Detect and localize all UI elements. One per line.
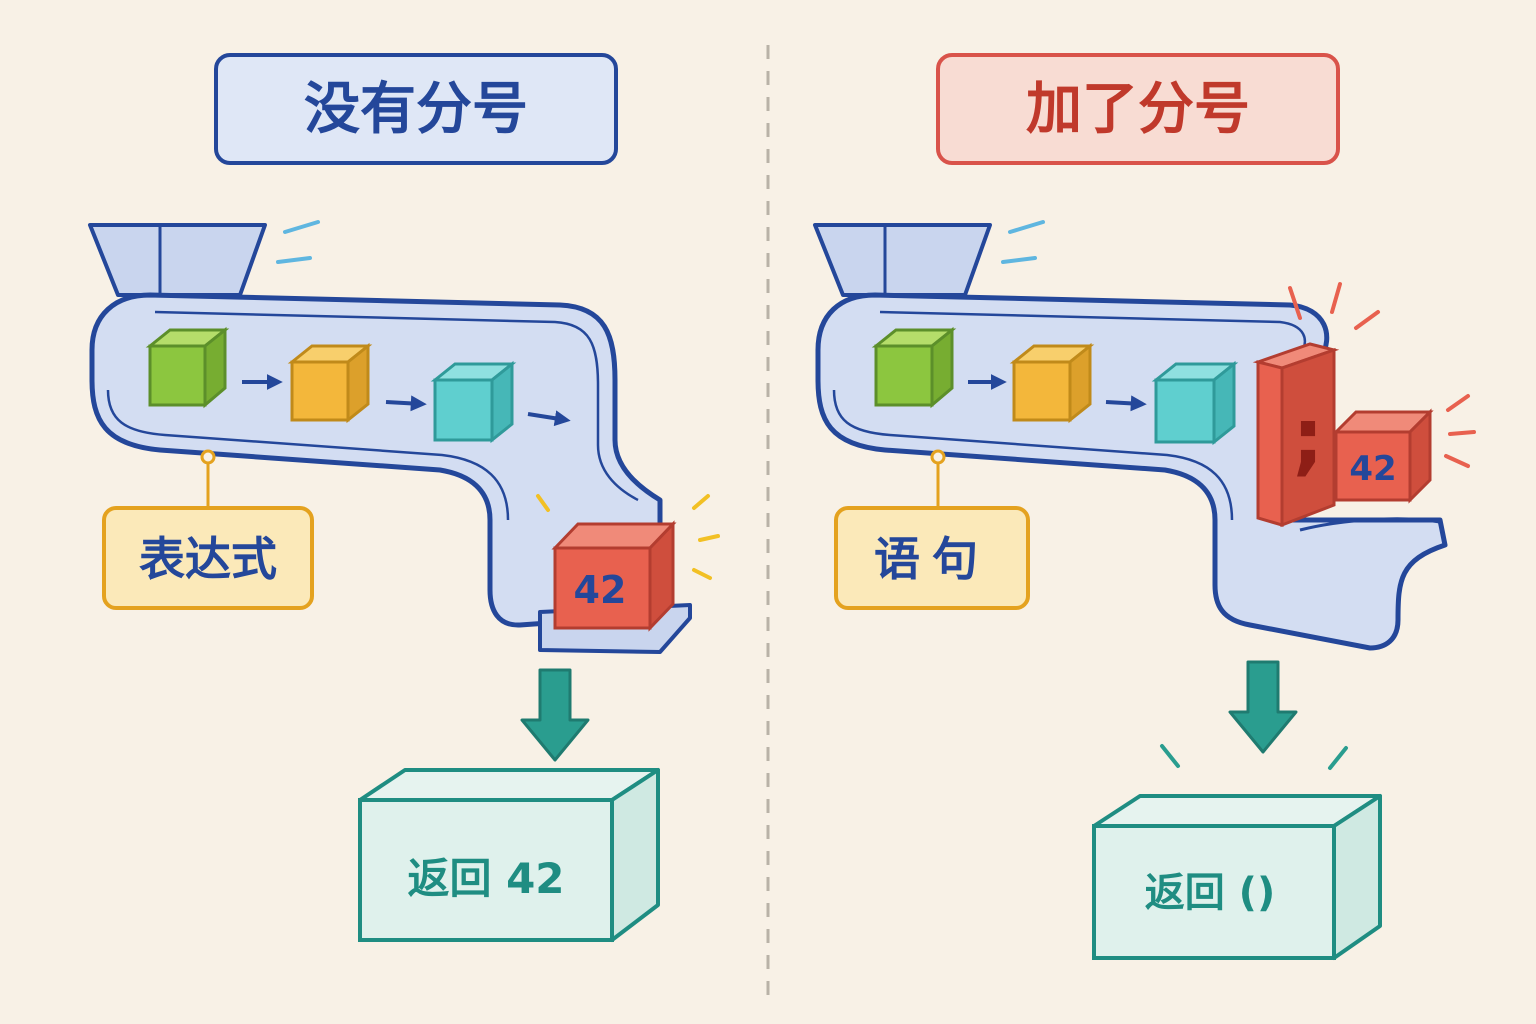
left-result: 返回 42 <box>407 854 564 903</box>
open-box-icon: 返回 () <box>1092 794 1382 960</box>
semicolon-symbol: ; <box>1292 391 1324 484</box>
red-cube-icon: 42 <box>1332 394 1476 504</box>
hopper-icon <box>88 220 320 297</box>
arrow-down-icon <box>1160 660 1348 770</box>
left-panel: 没有分号 <box>88 53 720 942</box>
green-cube-icon <box>145 326 230 409</box>
right-title: 加了分号 <box>1026 77 1250 142</box>
hopper-icon <box>813 220 1045 297</box>
expression-label: 表达式 <box>139 532 277 586</box>
arrow-down-icon <box>520 668 590 762</box>
red-cube-icon: 42 <box>536 494 720 632</box>
open-box-icon: 返回 42 <box>358 768 660 942</box>
yellow-cube-icon <box>287 342 373 424</box>
right-cube-value: 42 <box>1349 449 1396 489</box>
green-cube-icon <box>871 326 957 409</box>
expression-label-box: 表达式 <box>102 449 314 610</box>
statement-label: 语句 <box>874 532 990 586</box>
left-title-box: 没有分号 <box>214 53 618 165</box>
arrow-right-icon <box>1105 395 1147 412</box>
arrow-right-icon <box>527 410 571 427</box>
right-title-box: 加了分号 <box>936 53 1340 165</box>
left-cube-value: 42 <box>574 568 627 612</box>
yellow-cube-icon <box>1009 342 1095 424</box>
left-title: 没有分号 <box>304 77 528 142</box>
semicolon-gate-icon: ; <box>1252 282 1380 528</box>
cyan-cube-icon <box>1151 360 1239 446</box>
arrow-right-icon <box>385 395 427 412</box>
statement-label-box: 语句 <box>834 449 1030 610</box>
right-result: 返回 () <box>1145 870 1276 916</box>
cyan-cube-icon <box>430 360 517 444</box>
right-panel: 加了分号 <box>813 53 1476 960</box>
